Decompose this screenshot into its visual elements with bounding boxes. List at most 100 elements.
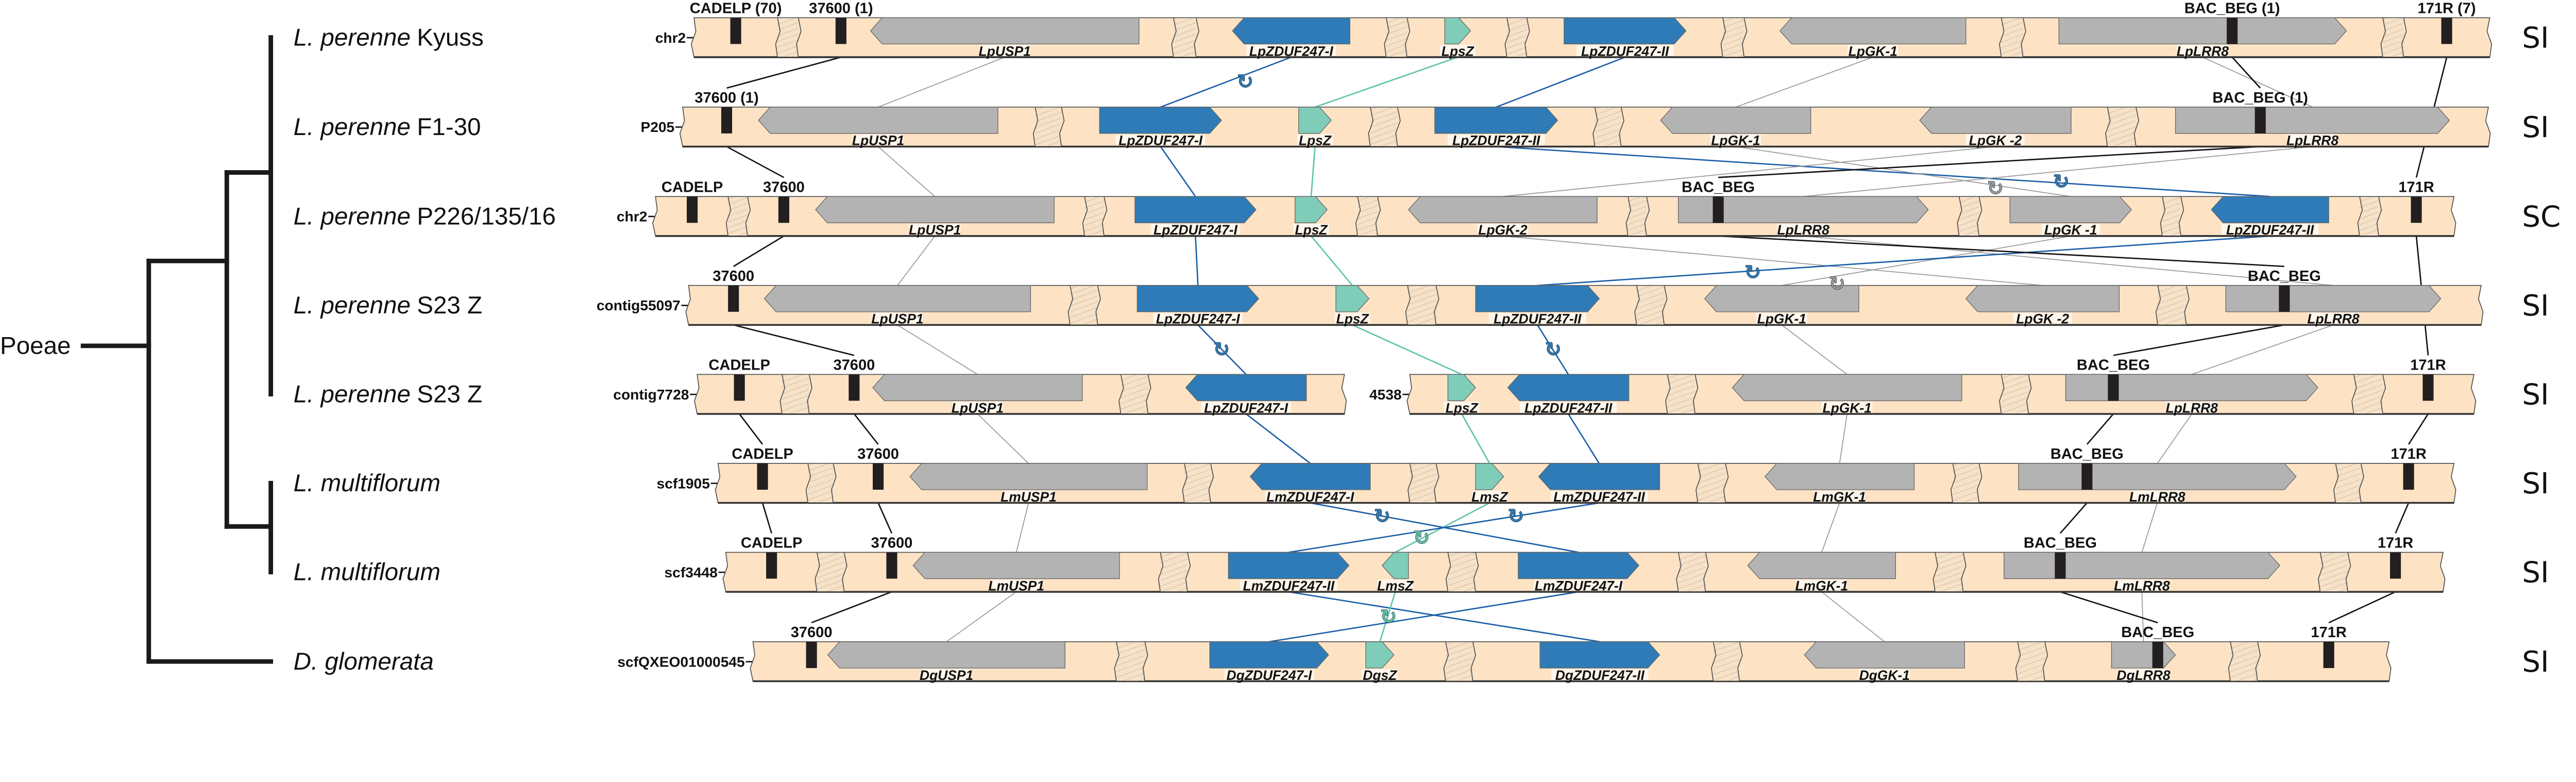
gene-label: LmUSP1: [988, 578, 1044, 593]
gene-arrow: [1447, 374, 1476, 402]
marker-link: [726, 56, 841, 89]
marker-bar: [2279, 285, 2290, 312]
break-edge: [2376, 196, 2382, 236]
taxon-strain: P226/135/16: [417, 203, 556, 230]
gene-arrow: [2111, 641, 2176, 669]
contig-label: chr2: [655, 29, 686, 46]
gene-label: LmGK-1: [1813, 489, 1866, 505]
marker-label: BAC_BEG: [2248, 268, 2321, 285]
gene-arrow: [1518, 552, 1639, 579]
gene-label: LpUSP1: [979, 43, 1031, 59]
gene-label-bg: [1444, 402, 1480, 413]
sequence-break: [1445, 642, 1473, 681]
sequence-break: [817, 553, 844, 592]
homology-link: [1502, 235, 2043, 286]
gene-arrow: [1134, 196, 1257, 223]
break-edge: [1158, 552, 1164, 592]
gene-label: LpGK-1: [1822, 400, 1871, 415]
gene-label-bg: [1201, 402, 1291, 413]
homology-links: [726, 56, 2448, 643]
sequence-break: [2107, 107, 2136, 146]
gene-label-bg: [1576, 45, 1674, 56]
taxon-strain: Kyuss: [417, 24, 483, 51]
gene-label-bg: [1334, 312, 1370, 324]
contig-label: 4538: [1369, 386, 1402, 403]
taxon-strain: S23 Z: [417, 380, 482, 408]
marker-label: BAC_BEG: [2050, 446, 2124, 462]
gene-arrow: [1475, 463, 1504, 490]
break-edge: [1976, 463, 1982, 503]
gene-arrow: [1298, 107, 1332, 134]
marker-link: [811, 591, 892, 624]
compatibility-status: SI: [2522, 467, 2549, 501]
marker-bar: [757, 463, 768, 490]
break-edge: [1619, 107, 1624, 147]
marker-label: 171R: [2410, 357, 2446, 374]
break-edge: [1375, 196, 1381, 236]
sequence-break: [1116, 642, 1145, 681]
gene-arrow: [870, 17, 1140, 45]
gene-label-bg: [1848, 45, 1899, 56]
gene-label-bg: [1150, 224, 1241, 235]
sequence-break: [2353, 375, 2383, 414]
homology-link: [1461, 413, 1490, 464]
sequence-break: [1713, 642, 1740, 681]
marker-bar: [2255, 107, 2266, 134]
marker-bar: [2055, 552, 2066, 579]
taxon-genus: L. multiflorum: [294, 470, 440, 497]
sequence-break: [2158, 286, 2187, 325]
gene-label-bg: [1519, 402, 1617, 413]
break-edge: [2160, 196, 2166, 236]
homology-link: [1197, 324, 1247, 375]
gene-label: LpUSP1: [871, 311, 923, 327]
gene-label-bg: [2041, 224, 2100, 235]
break-edge: [2228, 641, 2234, 681]
marker-bar: [2390, 552, 2401, 579]
gene-arrow: [1209, 641, 1329, 669]
sequence-break: [2382, 18, 2404, 57]
gene-label: LpZDUF247-I: [1249, 43, 1334, 59]
gene-label-bg: [1777, 224, 1829, 235]
contig-label: scfQXEO01000545: [617, 653, 744, 670]
homology-link: [878, 57, 1005, 108]
break-edge: [1676, 552, 1682, 592]
marker-label: 171R: [2391, 446, 2426, 462]
marker-label: 171R: [2378, 535, 2413, 552]
break-edge: [745, 196, 751, 236]
gene-label-bg: [952, 402, 1003, 413]
break-edge: [1082, 196, 1088, 236]
gene-label-bg: [1489, 312, 1586, 324]
break-edge: [1142, 641, 1148, 681]
sequence-break: [2001, 375, 2029, 414]
break-edge: [1445, 552, 1451, 592]
gene-arrow: [2211, 196, 2329, 223]
homology-link: [897, 236, 936, 286]
break-edge: [1720, 18, 1726, 58]
gene-label-bg: [2116, 579, 2167, 591]
gene-label-bg: [1859, 669, 1910, 680]
gene-label-bg: [1153, 312, 1243, 324]
marker-bar: [2411, 196, 2422, 223]
marker-bar: [686, 196, 698, 223]
gene-arrow: [1434, 107, 1558, 134]
sequence-break: [1358, 197, 1378, 236]
gene-arrow: [2009, 196, 2132, 223]
gene-arrow: [758, 107, 998, 134]
gene-label-bg: [1551, 669, 1649, 680]
inversion-arrow-icon: ↻: [1744, 261, 1761, 284]
gene-label: LpsZ: [1446, 400, 1479, 415]
compatibility-status: SC: [2522, 200, 2561, 234]
break-edge: [1384, 18, 1389, 58]
homology-link: [1310, 146, 1316, 197]
taxon-label: L. multiflorum: [294, 559, 440, 586]
break-edge: [1182, 463, 1188, 503]
marker-label: BAC_BEG (1): [2212, 90, 2308, 106]
gene-arrow: [1294, 196, 1328, 223]
break-edge: [1470, 641, 1476, 681]
